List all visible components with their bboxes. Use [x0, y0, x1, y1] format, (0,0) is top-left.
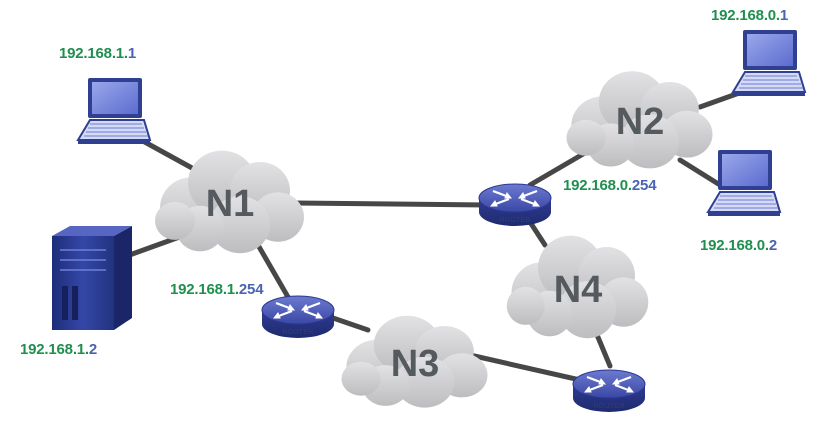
- laptop-3: [707, 149, 781, 217]
- laptop-icon: [707, 149, 781, 217]
- link-router2-n2: [527, 147, 593, 188]
- laptop-1: [77, 77, 151, 145]
- link-n1-router1: [255, 242, 291, 300]
- link-n4-router2: [527, 219, 548, 248]
- router-label: ROUTER: [282, 329, 313, 336]
- server-icon: [52, 226, 132, 330]
- router-1: ROUTER: [260, 294, 336, 340]
- link-router1-n3: [330, 315, 371, 333]
- laptop-icon: [77, 77, 151, 145]
- server: [52, 226, 132, 330]
- router-2: ROUTER: [477, 182, 553, 228]
- router-3: ROUTER: [571, 368, 647, 414]
- cloud-n3: N3: [341, 315, 488, 408]
- cloud-label-n2: N2: [616, 101, 665, 143]
- cloud-label-n3: N3: [391, 343, 440, 385]
- ip-label-router-2: 192.168.0.254: [563, 177, 657, 194]
- cloud-n2: N2: [566, 71, 713, 169]
- router-label: ROUTER: [593, 403, 624, 410]
- cloud-label-n1: N1: [206, 183, 255, 225]
- cloud-n4: N4: [506, 235, 649, 339]
- ip-label-laptop-1: 192.168.1.1: [59, 45, 137, 62]
- laptop-icon: [732, 29, 806, 97]
- laptop-2: [732, 29, 806, 97]
- link-n1-router2: [292, 200, 491, 208]
- ip-label-router-1: 192.168.1.254: [170, 281, 264, 298]
- cloud-label-n4: N4: [554, 269, 603, 311]
- ip-label-laptop-2: 192.168.0.1: [711, 7, 789, 24]
- link-n3-router3: [467, 352, 583, 383]
- router-label: ROUTER: [499, 217, 530, 224]
- cloud-n1: N1: [155, 150, 304, 254]
- link-n2-laptop3: [677, 157, 723, 188]
- ip-label-server: 192.168.1.2: [20, 341, 98, 358]
- ip-label-laptop-3: 192.168.0.2: [700, 237, 778, 254]
